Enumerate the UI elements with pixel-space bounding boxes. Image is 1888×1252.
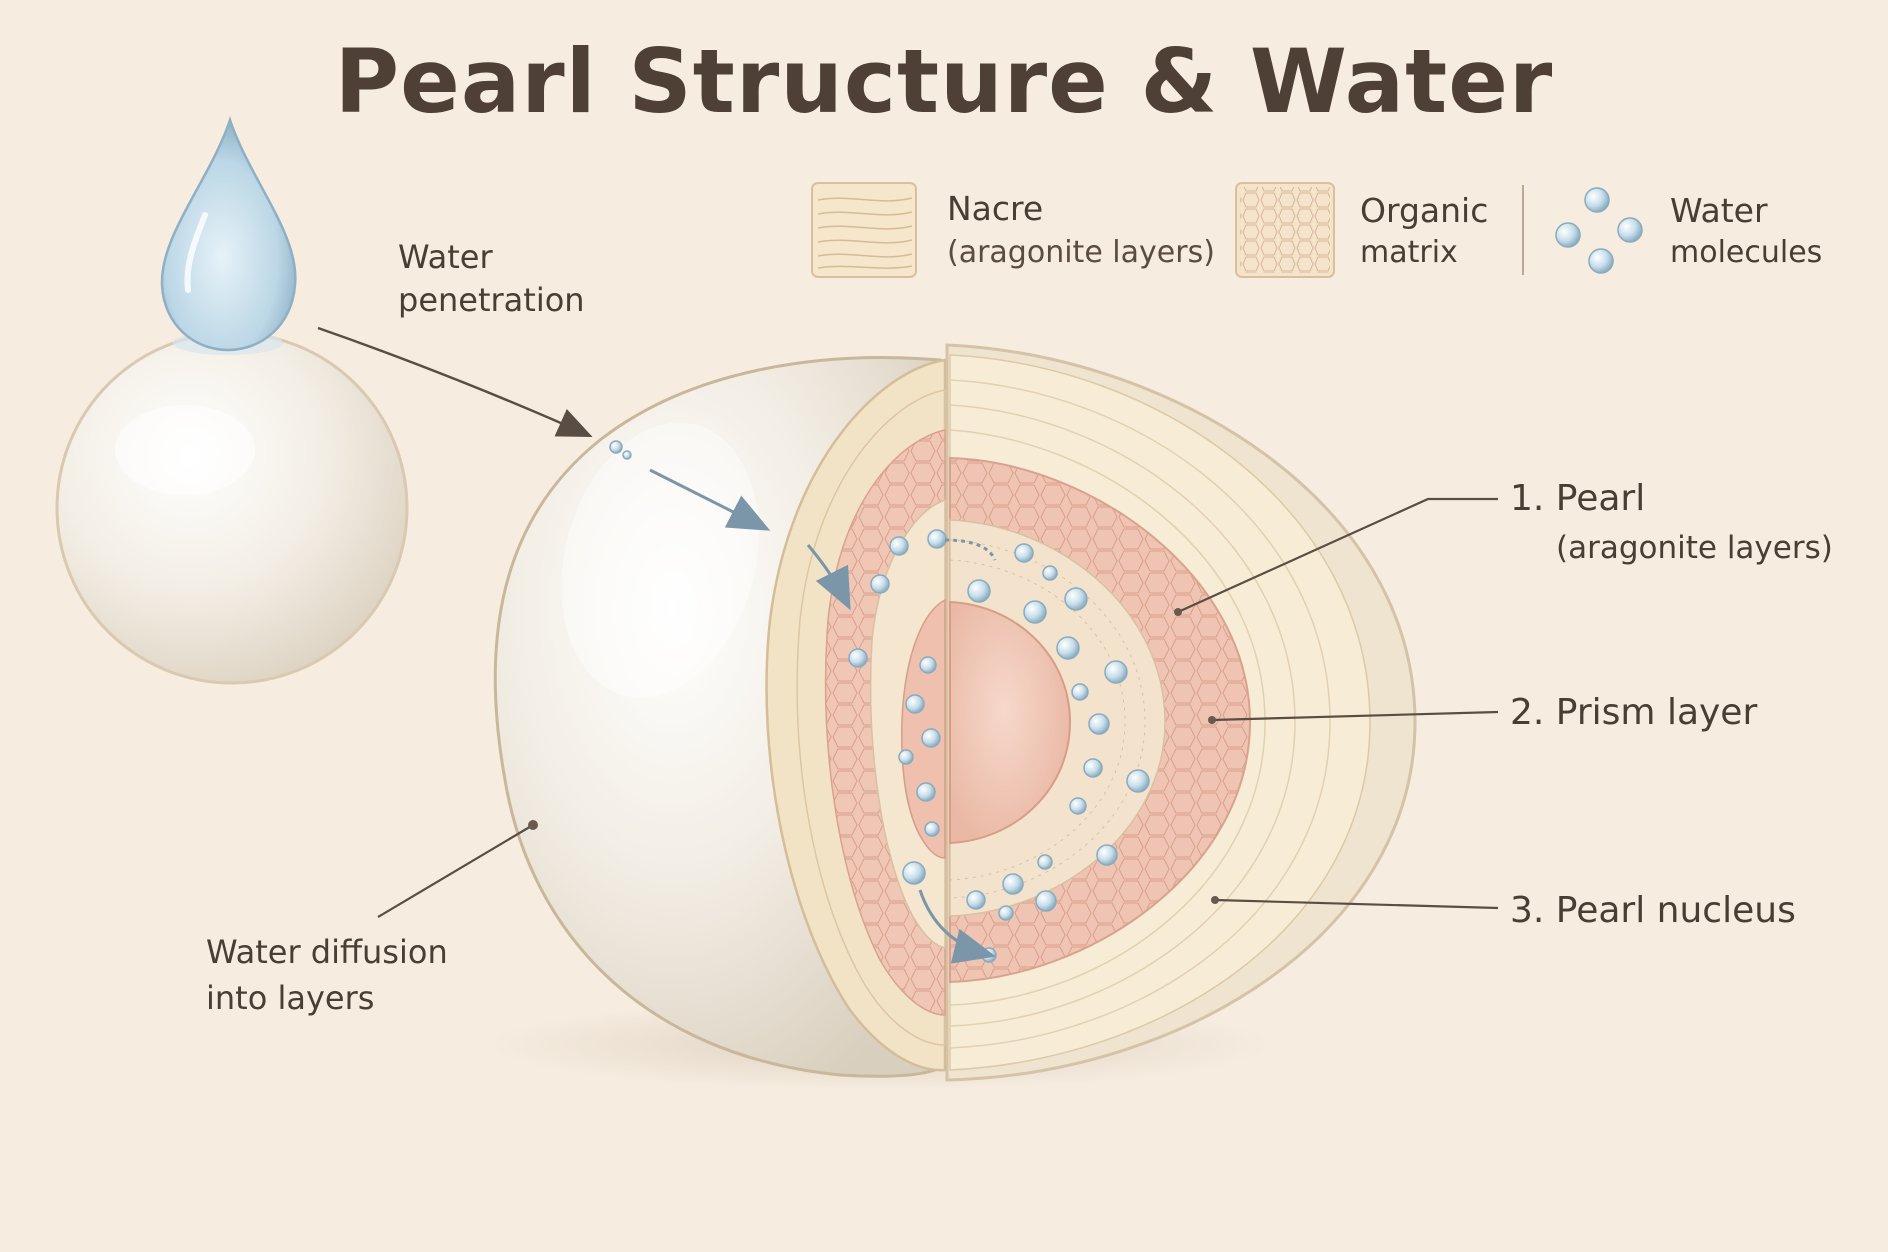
pearl-cross-section <box>945 343 1417 1082</box>
legend-water-label: Water <box>1670 191 1768 230</box>
callout-leaders <box>377 497 1499 918</box>
callout-dots <box>528 608 1219 904</box>
pearl-nucleus <box>949 600 1072 845</box>
penetration-label-line1: Water <box>398 238 493 276</box>
callout-3-label: 3. Pearl nucleus <box>1510 890 1796 931</box>
page-title: Pearl Structure & Water <box>334 30 1554 133</box>
callout-1-sub: (aragonite layers) <box>1556 530 1833 566</box>
diffusion-arrows <box>649 468 997 964</box>
legend-organic-label: Organic <box>1360 191 1489 230</box>
penetration-label-line2: penetration <box>398 281 585 319</box>
legend-water-swatch <box>1555 187 1643 274</box>
diffusion-label-line2: into layers <box>206 979 375 1017</box>
legend-organic-sub: matrix <box>1360 235 1458 270</box>
legend-nacre-sub: (aragonite layers) <box>947 235 1215 270</box>
legend-water-sub: molecules <box>1670 235 1823 270</box>
legend-nacre-swatch <box>811 182 917 278</box>
callout-1-label: 1. Pearl <box>1510 478 1646 519</box>
diffusion-label-line1: Water diffusion <box>206 933 448 971</box>
small-pearl <box>55 331 409 685</box>
penetration-arrow <box>317 326 593 438</box>
legend-organic-swatch <box>1235 182 1335 278</box>
legend-nacre-label: Nacre <box>947 189 1044 228</box>
water-droplet <box>160 116 297 355</box>
callout-2-label: 2. Prism layer <box>1510 692 1758 733</box>
